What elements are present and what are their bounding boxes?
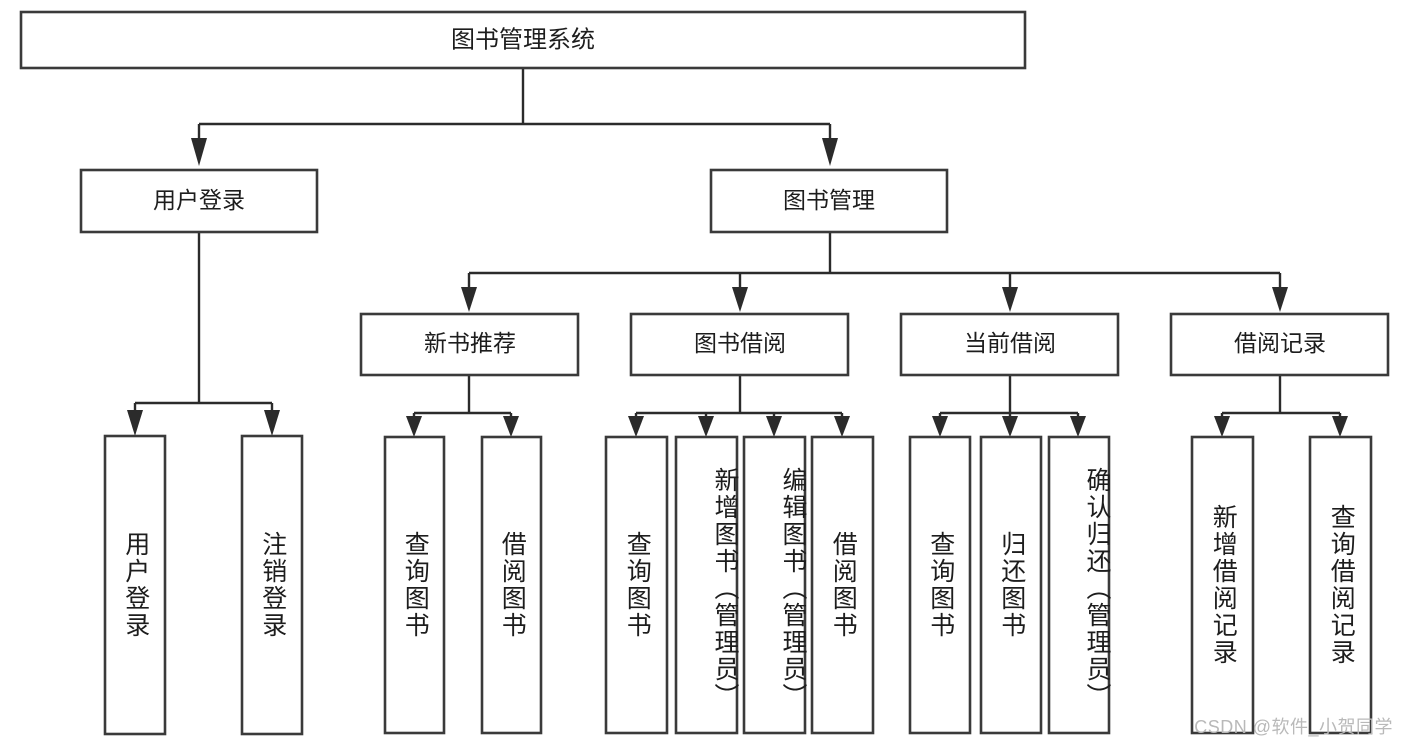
arrow-user-leaf2 — [264, 410, 280, 436]
node-book-management[interactable]: 图书管理 — [709, 168, 949, 234]
node-user-login-label: 用户登录 — [153, 187, 245, 213]
node-new-book-recommend-box[interactable] — [359, 312, 580, 377]
arrow-root-to-books — [822, 138, 838, 166]
connector-group-borrow-record — [1214, 375, 1348, 437]
arrow-root-to-user — [191, 138, 207, 166]
arrow-bookmgmt-c3 — [1002, 287, 1018, 312]
arrow-record-l2 — [1332, 416, 1348, 437]
leaf-box-edit-book-admin[interactable] — [742, 435, 807, 735]
connector-group-user-login — [127, 232, 280, 436]
leaf-box-query-books-1[interactable] — [383, 435, 446, 735]
node-book-borrow[interactable]: 图书借阅 — [629, 312, 850, 377]
node-book-management-label: 图书管理 — [783, 187, 875, 213]
leaf-box-query-books-3[interactable] — [908, 435, 972, 735]
leaf-box-borrow-books-2[interactable] — [810, 435, 875, 735]
node-user-login-box[interactable] — [79, 168, 319, 234]
arrow-record-l1 — [1214, 416, 1230, 437]
leaf-boxes — [103, 434, 1373, 736]
node-root-box[interactable] — [19, 10, 1027, 70]
node-current-borrow-box[interactable] — [899, 312, 1120, 377]
node-root-label: 图书管理系统 — [451, 26, 595, 53]
node-book-borrow-box[interactable] — [629, 312, 850, 377]
arrow-current-l1 — [932, 416, 948, 437]
leaf-box-user-login[interactable] — [103, 434, 167, 736]
arrow-borrow-l2 — [698, 416, 714, 437]
leaf-box-return-books[interactable] — [979, 435, 1043, 735]
node-borrow-record-box[interactable] — [1169, 312, 1390, 377]
leaf-box-add-book-admin[interactable] — [674, 435, 739, 735]
node-root[interactable]: 图书管理系统 — [19, 10, 1027, 70]
connector-group-borrow-book — [628, 375, 850, 437]
connector-group-current-borrow — [932, 375, 1086, 437]
arrow-borrow-l3 — [766, 416, 782, 437]
node-new-book-recommend-label: 新书推荐 — [424, 330, 516, 356]
arrow-bookmgmt-c4 — [1272, 287, 1288, 312]
node-user-login[interactable]: 用户登录 — [79, 168, 319, 234]
arrow-current-l2 — [1002, 416, 1018, 437]
node-new-book-recommend[interactable]: 新书推荐 — [359, 312, 580, 377]
leaf-box-query-borrow-record[interactable] — [1308, 435, 1373, 735]
node-current-borrow-label: 当前借阅 — [964, 330, 1056, 356]
arrow-newbooks-l1 — [406, 416, 422, 437]
arrow-user-leaf1 — [127, 410, 143, 436]
arrow-borrow-l4 — [834, 416, 850, 437]
arrow-borrow-l1 — [628, 416, 644, 437]
node-book-borrow-label: 图书借阅 — [694, 330, 786, 356]
node-borrow-record-label: 借阅记录 — [1234, 330, 1326, 356]
connector-group-book-mgmt — [461, 232, 1288, 312]
leaf-box-confirm-return-admin[interactable] — [1047, 435, 1111, 735]
leaf-box-borrow-books-1[interactable] — [480, 435, 543, 735]
connector-group-root — [191, 68, 838, 166]
arrow-bookmgmt-c2 — [732, 287, 748, 312]
leaf-box-query-books-2[interactable] — [604, 435, 669, 735]
leaf-box-add-borrow-record[interactable] — [1190, 435, 1255, 735]
arrow-bookmgmt-c1 — [461, 287, 477, 312]
arrow-current-l3 — [1070, 416, 1086, 437]
node-borrow-record[interactable]: 借阅记录 — [1169, 312, 1390, 377]
node-current-borrow[interactable]: 当前借阅 — [899, 312, 1120, 377]
watermark: CSDN @软件_小贺同学 — [1194, 717, 1393, 737]
connector-group-new-books — [406, 375, 519, 437]
arrow-newbooks-l2 — [503, 416, 519, 437]
node-book-management-box[interactable] — [709, 168, 949, 234]
leaf-box-logout[interactable] — [240, 434, 304, 736]
